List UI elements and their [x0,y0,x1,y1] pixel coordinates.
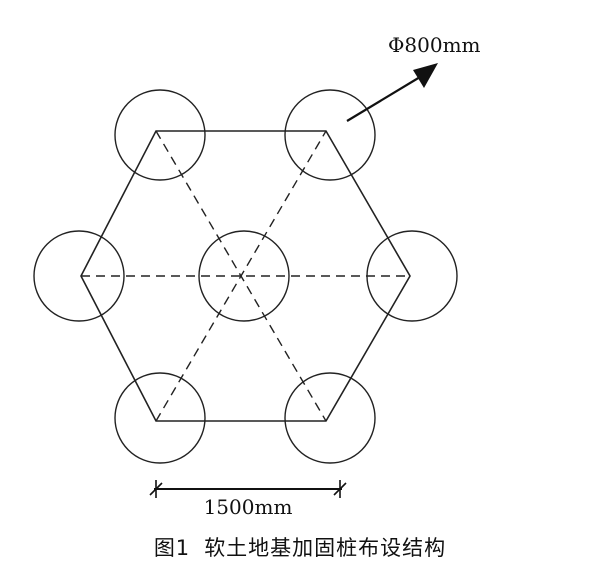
figure-title: 软土地基加固桩布设结构 [204,536,447,560]
pile-right [366,230,458,322]
dimension-slash-left [149,482,163,496]
pile-center [198,230,290,322]
pile-bottom-right [284,372,376,464]
diagonal-falling [155,130,327,422]
diameter-leader-line [346,76,421,122]
figure-number: 图1 [153,536,191,560]
spacing-label: 1500mm [204,495,293,519]
pile-bottom-left [114,372,206,464]
arrow-head-icon [413,63,438,88]
pile-left [33,230,125,322]
pile-top-left [114,89,206,181]
dimension-slash-right [333,482,347,496]
pile-top-right [284,89,376,181]
figure-caption: 图1 软土地基加固桩布设结构 [0,532,600,562]
diameter-label: Φ800mm [388,33,481,57]
